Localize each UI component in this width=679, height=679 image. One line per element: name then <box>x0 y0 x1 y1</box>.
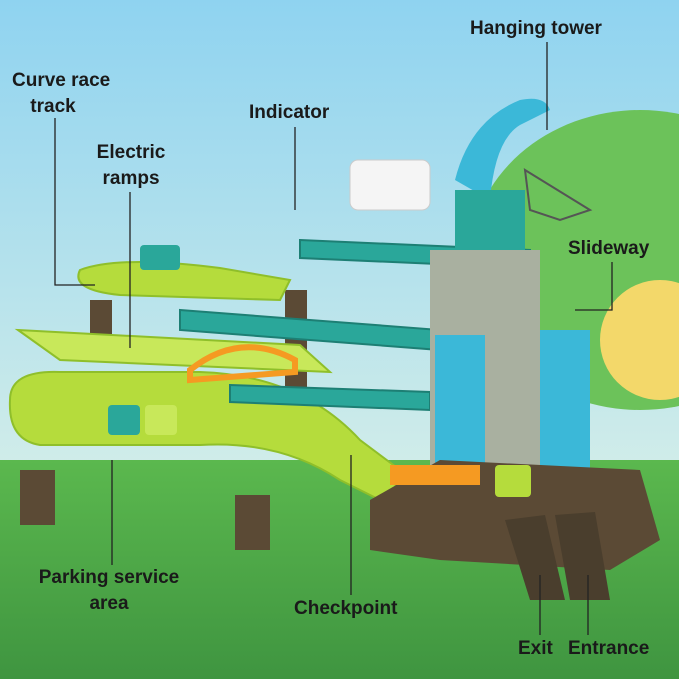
leader-lines <box>54 42 613 635</box>
dino-sign <box>349 159 431 211</box>
exit-entrance-ramps <box>505 512 610 600</box>
label-curve-race-track-line1: Curve race <box>12 70 111 91</box>
label-curve-race-track-line2: track <box>30 96 76 117</box>
orange-bridge <box>187 344 298 384</box>
label-curve-race-track: Curve race track <box>12 68 111 120</box>
label-electric-ramps: Electric ramps <box>92 140 170 192</box>
label-parking-line2: area <box>89 593 129 614</box>
label-parking-service-area: Parking service area <box>30 565 188 617</box>
label-entrance: Entrance <box>568 638 650 659</box>
label-exit: Exit <box>518 638 553 659</box>
toy-cars <box>108 245 531 497</box>
label-electric-ramps-line1: Electric <box>96 142 166 163</box>
checkpoint-gate <box>390 465 480 485</box>
hanging-tower-structure <box>430 98 593 480</box>
label-indicator: Indicator <box>249 102 330 123</box>
label-hanging-tower: Hanging tower <box>470 18 602 39</box>
label-checkpoint: Checkpoint <box>294 598 398 619</box>
label-parking-line1: Parking service <box>38 567 180 588</box>
label-slideway: Slideway <box>568 238 650 259</box>
sun <box>600 280 679 400</box>
label-electric-ramps-line2: ramps <box>102 168 160 189</box>
